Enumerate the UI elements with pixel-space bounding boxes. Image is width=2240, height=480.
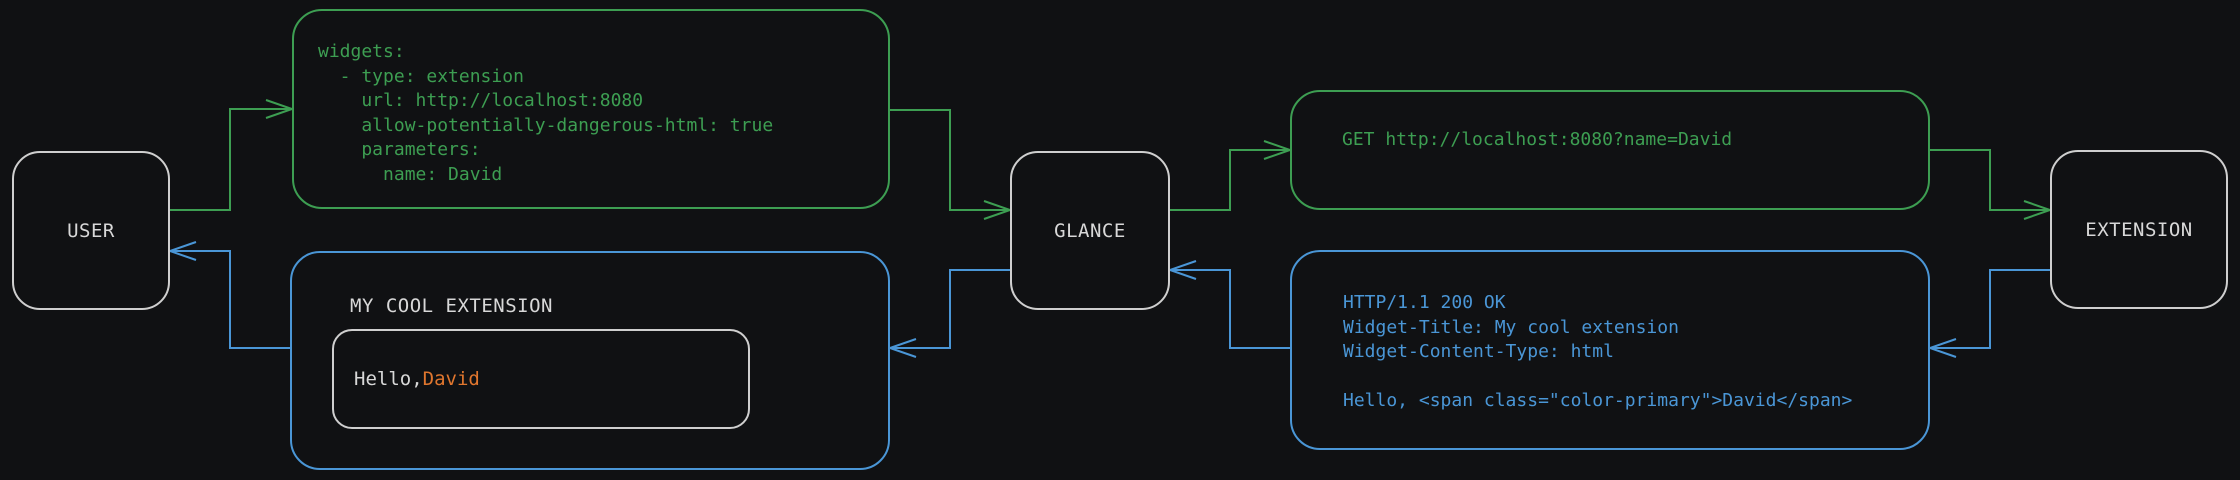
edge-glance-to-widget [886, 269, 1010, 358]
http-request-box: GET http://localhost:8080?name=David [1290, 90, 1930, 210]
config-yaml-code: widgets: - type: extension url: http://l… [318, 41, 774, 185]
user-node: USER [12, 151, 170, 310]
glance-node: GLANCE [1010, 151, 1170, 310]
http-request-code: GET http://localhost:8080?name=David [1342, 129, 1733, 150]
extension-node: EXTENSION [2050, 150, 2228, 309]
edge-response-to-glance [1166, 260, 1290, 349]
user-node-label: USER [67, 219, 115, 242]
widget-greeting-box: Hello, David [332, 329, 750, 429]
config-yaml-box: widgets: - type: extension url: http://l… [292, 9, 890, 209]
edge-extension-to-response [1926, 269, 2050, 358]
http-response-box: HTTP/1.1 200 OK Widget-Title: My cool ex… [1290, 250, 1930, 450]
extension-node-label: EXTENSION [2085, 218, 2193, 241]
edge-widget-to-user [166, 241, 290, 349]
edge-request-to-extension [1930, 149, 2054, 220]
greeting-name: David [422, 368, 480, 390]
widget-preview-box: MY COOL EXTENSION Hello, David [290, 251, 890, 470]
greeting-prefix: Hello, [354, 368, 423, 390]
edge-config-to-glance [890, 109, 1014, 220]
edge-glance-to-request [1170, 140, 1294, 211]
glance-node-label: GLANCE [1054, 219, 1126, 242]
http-response-code: HTTP/1.1 200 OK Widget-Title: My cool ex… [1343, 292, 1853, 411]
widget-preview-title: MY COOL EXTENSION [350, 295, 553, 317]
edge-user-to-config [170, 99, 296, 211]
